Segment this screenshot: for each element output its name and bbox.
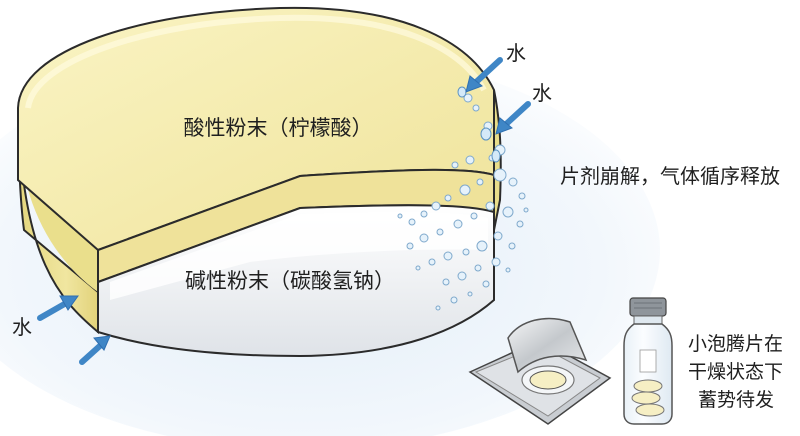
tablet-bottle-icon	[623, 297, 673, 425]
base-layer-label: 碱性粉末（碳酸氢钠）	[185, 269, 395, 293]
water-arrow-icon	[495, 101, 531, 135]
water-label-1: 水	[506, 41, 526, 65]
disintegration-label: 片剂崩解，气体循序释放	[560, 164, 780, 188]
water-arrow-icon	[37, 295, 79, 321]
storage-label-line2: 干燥状态下	[688, 361, 783, 383]
water-arrow-icon	[79, 335, 111, 365]
storage-label-line3: 蓄势待发	[698, 389, 774, 411]
tablet-cutaway	[17, 6, 502, 358]
water-label-2: 水	[532, 81, 552, 105]
tablet-side-front	[17, 108, 98, 292]
blister-pack-icon	[468, 317, 612, 425]
acid-layer-label: 酸性粉末（柠檬酸）	[184, 116, 373, 140]
water-label-3: 水	[12, 315, 32, 339]
water-arrow-icon	[465, 57, 503, 93]
bubbles	[397, 93, 529, 311]
water-droplets	[457, 86, 501, 163]
storage-label-line1: 小泡腾片在	[688, 333, 783, 355]
water-arrows	[37, 57, 531, 365]
